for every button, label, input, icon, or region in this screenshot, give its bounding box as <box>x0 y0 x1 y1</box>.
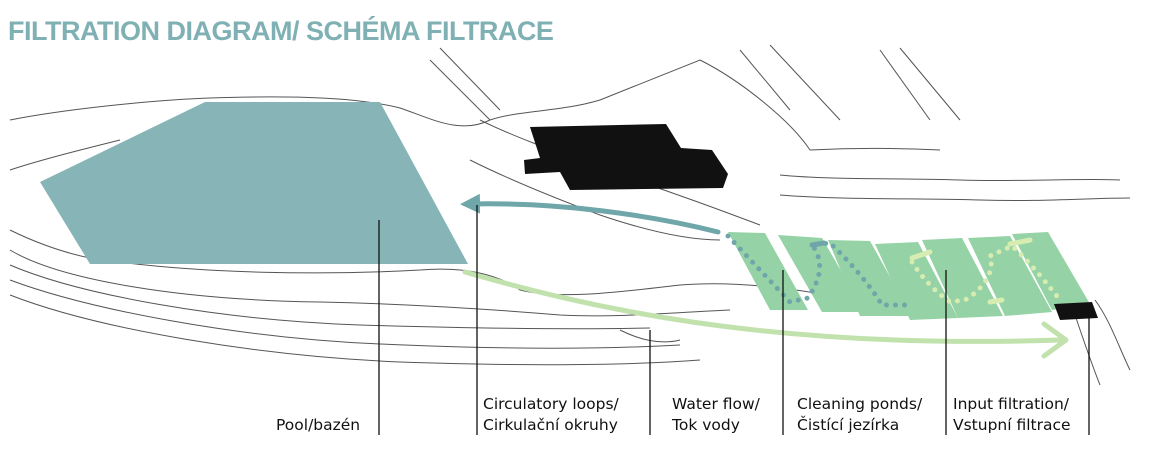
cleaning-pond <box>1012 232 1090 310</box>
cleaning-pond <box>828 240 912 316</box>
label-circulatory-line1: Circulatory loops/ <box>483 395 619 413</box>
label-input-line1: Input filtration/ <box>953 395 1069 413</box>
label-pool-text: Pool/bazén <box>276 416 361 434</box>
label-circulatory-line2: Cirkulační okruhy <box>483 416 618 434</box>
input-filtration-block <box>1054 302 1098 320</box>
label-flow-line2: Tok vody <box>672 416 740 434</box>
label-cleaning-ponds: Cleaning ponds/ Čistící jezírka <box>797 394 922 436</box>
water-flow-arrow <box>462 269 1063 344</box>
label-pool: Pool/bazén <box>276 415 360 436</box>
cleaning-pond <box>728 232 808 310</box>
leader-lines <box>378 205 1090 435</box>
label-flow-line1: Water flow/ <box>672 395 760 413</box>
cleaning-pond <box>778 235 865 312</box>
circulatory-loop-yellow <box>909 243 1063 305</box>
label-water-flow: Water flow/ Tok vody <box>672 394 760 436</box>
diagram-title: FILTRATION DIAGRAM/ SCHÉMA FILTRACE <box>8 16 554 46</box>
cleaning-ponds[interactable] <box>728 232 1090 320</box>
label-input-line2: Vstupní filtrace <box>953 416 1071 434</box>
circulatory-loops <box>725 233 1063 308</box>
label-input-filtration: Input filtration/ Vstupní filtrace <box>953 394 1071 436</box>
return-arrow <box>460 193 721 235</box>
pool-shape <box>40 102 468 264</box>
building-shape <box>524 124 728 190</box>
label-cleaning-line2: Čistící jezírka <box>797 416 900 434</box>
cleaning-pond <box>875 242 958 320</box>
label-cleaning-line1: Cleaning ponds/ <box>797 395 923 413</box>
water-flow-arrowhead <box>1041 321 1069 359</box>
cleaning-pond <box>922 238 1003 318</box>
circulatory-loop-blue <box>725 233 908 308</box>
label-circulatory-loops: Circulatory loops/ Cirkulační okruhy <box>483 394 619 436</box>
